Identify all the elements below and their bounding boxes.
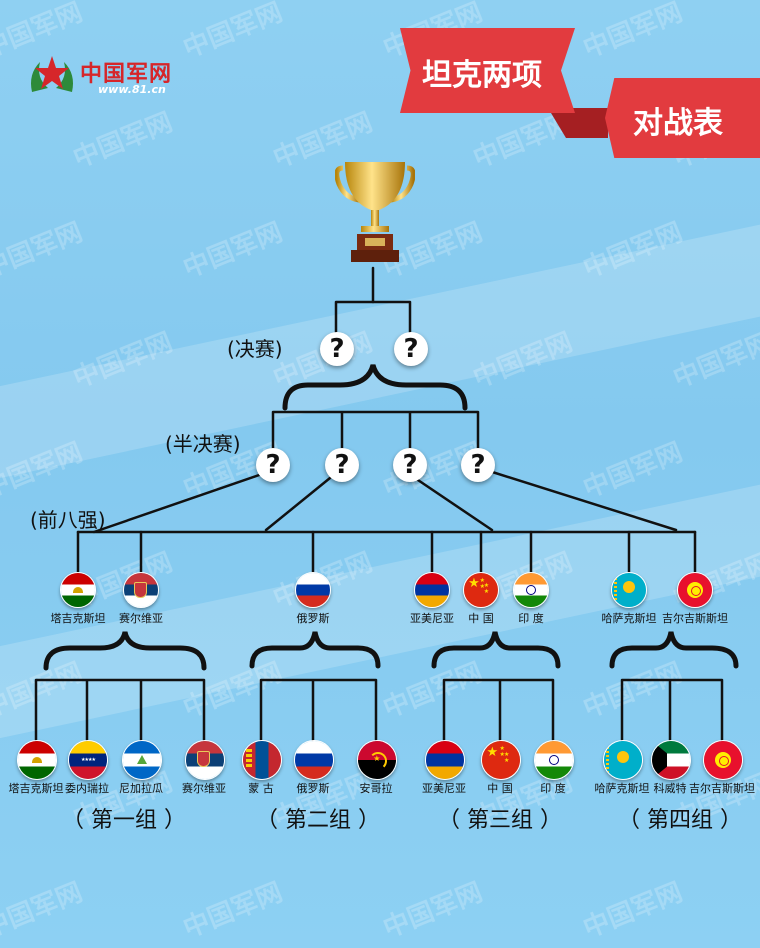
country-name: 哈萨克斯坦 bbox=[594, 782, 650, 795]
china-flag-icon: ★★★★★ bbox=[481, 740, 521, 780]
russia-flag-icon bbox=[294, 740, 334, 780]
russia-flag-icon bbox=[295, 572, 331, 608]
serbia-flag-icon bbox=[123, 572, 159, 608]
country-name: 塔吉克斯坦 bbox=[50, 612, 106, 625]
title-banner-top: 坦克两项 bbox=[400, 28, 575, 113]
stage-label-semifinal: (半决赛) bbox=[165, 432, 241, 456]
country-name: 亚美尼亚 bbox=[422, 782, 466, 795]
country-name: 尼加拉瓜 bbox=[119, 782, 163, 795]
country-name: 俄罗斯 bbox=[296, 612, 330, 625]
tajikistan-flag-icon bbox=[60, 572, 96, 608]
country-name: 赛尔维亚 bbox=[182, 782, 226, 795]
title-line1: 坦克两项 bbox=[422, 58, 542, 93]
country-name: 中 国 bbox=[468, 612, 494, 625]
country-name: 赛尔维亚 bbox=[119, 612, 163, 625]
country-name: 蒙 古 bbox=[248, 782, 274, 795]
kazakhstan-flag-icon bbox=[611, 572, 647, 608]
semifinal-slot-4: ? bbox=[461, 448, 495, 482]
kazakhstan-flag-icon bbox=[603, 740, 643, 780]
tajikistan-flag-icon bbox=[17, 740, 57, 780]
trophy-icon bbox=[335, 162, 415, 262]
country-name: 哈萨克斯坦 bbox=[601, 612, 657, 625]
country-name: 科威特 bbox=[653, 782, 687, 795]
country-name: 印 度 bbox=[518, 612, 544, 625]
armenia-flag-icon bbox=[425, 740, 465, 780]
kyrgyzstan-flag-icon bbox=[703, 740, 743, 780]
site-logo: 中国军网 www.81.cn bbox=[26, 52, 186, 102]
group-label: （ 第二组 ） bbox=[256, 808, 380, 833]
nicaragua-flag-icon bbox=[122, 740, 162, 780]
country-name: 亚美尼亚 bbox=[410, 612, 454, 625]
group-label: （ 第三组 ） bbox=[438, 808, 562, 833]
kuwait-flag-icon bbox=[651, 740, 691, 780]
country-name: 印 度 bbox=[540, 782, 566, 795]
country-name: 中 国 bbox=[487, 782, 513, 795]
group-label: （ 第一组 ） bbox=[62, 808, 186, 833]
final-slot-1: ? bbox=[320, 332, 354, 366]
country-name: 安哥拉 bbox=[359, 782, 393, 795]
logo-url: www.81.cn bbox=[98, 83, 166, 96]
title-line2: 对战表 bbox=[633, 106, 723, 141]
logo-name: 中国军网 bbox=[80, 62, 173, 87]
india-flag-icon bbox=[534, 740, 574, 780]
angola-flag-icon: ★ bbox=[357, 740, 397, 780]
title-banner-bottom: 对战表 bbox=[605, 78, 760, 158]
country-name: 吉尔吉斯斯坦 bbox=[689, 782, 755, 795]
serbia-flag-icon bbox=[185, 740, 225, 780]
venezuela-flag-icon: ★★★★ bbox=[68, 740, 108, 780]
stage-label-final: (决赛) bbox=[227, 337, 283, 361]
semifinal-slot-2: ? bbox=[325, 448, 359, 482]
mongolia-flag-icon bbox=[242, 740, 282, 780]
country-name: 委内瑞拉 bbox=[65, 782, 109, 795]
china-flag-icon: ★★★★★ bbox=[463, 572, 499, 608]
kyrgyzstan-flag-icon bbox=[677, 572, 713, 608]
country-name: 吉尔吉斯斯坦 bbox=[662, 612, 728, 625]
country-name: 塔吉克斯坦 bbox=[8, 782, 64, 795]
semifinal-slot-3: ? bbox=[393, 448, 427, 482]
india-flag-icon bbox=[513, 572, 549, 608]
group-label: （ 第四组 ） bbox=[618, 808, 742, 833]
army-star-icon bbox=[31, 56, 73, 92]
armenia-flag-icon bbox=[414, 572, 450, 608]
stage-label-quarterfinal: (前八强) bbox=[30, 508, 106, 532]
final-slot-2: ? bbox=[394, 332, 428, 366]
semifinal-slot-1: ? bbox=[256, 448, 290, 482]
country-name: 俄罗斯 bbox=[296, 782, 330, 795]
